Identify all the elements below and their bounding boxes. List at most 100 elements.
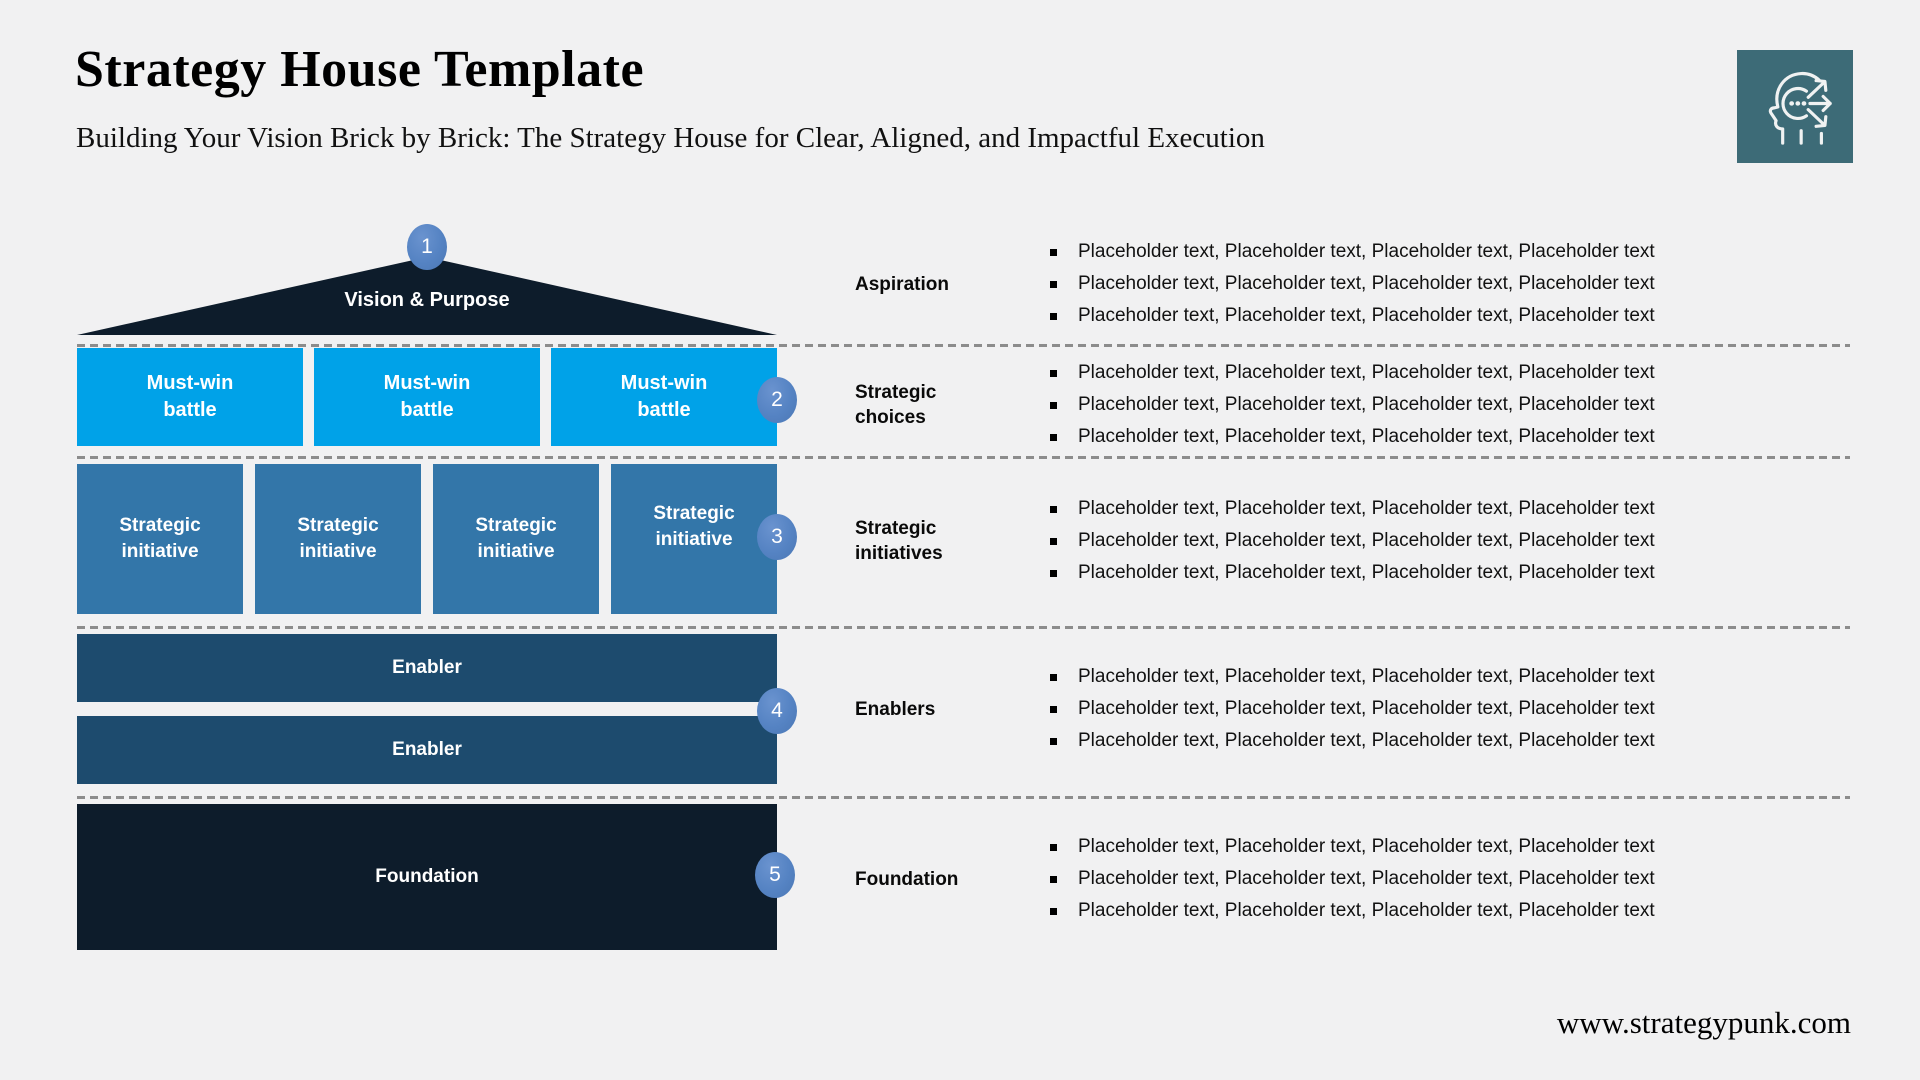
vision-roof-label: Vision & Purpose [344,289,510,311]
bullet-text: Placeholder text, Placeholder text, Plac… [1078,836,1655,857]
bullet-list: Placeholder text, Placeholder text, Plac… [1050,484,1850,598]
step-badge-3: 3 [757,514,797,560]
band-label-line: Enablers [855,698,936,720]
list-item: Placeholder text, Placeholder text, Plac… [1050,863,1850,895]
band-label-line: initiatives [855,543,943,564]
bullet-text: Placeholder text, Placeholder text, Plac… [1078,362,1655,383]
list-item: Placeholder text, Placeholder text, Plac… [1050,895,1850,927]
box-label-line: Strategic [297,515,379,536]
box-label-line: Must-win [383,372,471,394]
bullet-square-icon [1050,312,1057,320]
list-item: Placeholder text, Placeholder text, Plac… [1050,831,1850,863]
band-label: Foundation [855,822,1050,936]
bullet-text: Placeholder text, Placeholder text, Plac… [1078,562,1655,583]
bullet-square-icon [1050,705,1057,713]
strategic-initiative-box: Strategic initiative [255,464,421,614]
box-label-line: Strategic [119,515,201,536]
bullet-text: Placeholder text, Placeholder text, Plac… [1078,273,1655,294]
bullet-text: Placeholder text, Placeholder text, Plac… [1078,530,1655,551]
box-label-line: Enabler [392,657,462,678]
band-label: Strategic initiatives [855,484,1050,598]
box-label-line: battle [163,399,217,421]
list-item: Placeholder text, Placeholder text, Plac… [1050,236,1850,268]
bullet-text: Placeholder text, Placeholder text, Plac… [1078,305,1655,326]
bullet-list: Placeholder text, Placeholder text, Plac… [1050,652,1850,766]
annotation-band-foundation: Foundation Placeholder text, Placeholder… [855,822,1850,936]
box-label-line: initiative [121,541,199,562]
must-win-battle-box: Must-win battle [314,348,540,446]
website-url: www.strategypunk.com [1556,1005,1851,1040]
bullet-square-icon [1050,505,1057,513]
dashed-divider [77,796,1850,799]
band-label: Aspiration [855,227,1050,341]
box-label-line: Must-win [620,372,708,394]
bullet-text: Placeholder text, Placeholder text, Plac… [1078,698,1655,719]
bullet-square-icon [1050,569,1057,577]
bullet-square-icon [1050,280,1057,288]
list-item: Placeholder text, Placeholder text, Plac… [1050,693,1850,725]
list-item: Placeholder text, Placeholder text, Plac… [1050,725,1850,757]
step-badge-4: 4 [757,688,797,734]
list-item: Placeholder text, Placeholder text, Plac… [1050,389,1850,421]
list-item: Placeholder text, Placeholder text, Plac… [1050,525,1850,557]
bullet-square-icon [1050,537,1057,545]
bullet-text: Placeholder text, Placeholder text, Plac… [1078,730,1655,751]
annotation-band-strategic-initiatives: Strategic initiatives Placeholder text, … [855,484,1850,598]
bullet-square-icon [1050,401,1057,409]
bullet-text: Placeholder text, Placeholder text, Plac… [1078,900,1655,921]
box-label-line: battle [637,399,691,421]
box-label-line: Enabler [392,739,462,760]
bullet-list: Placeholder text, Placeholder text, Plac… [1050,822,1850,936]
enabler-bar: Enabler [77,716,777,784]
box-label-line: initiative [655,529,733,550]
bullet-square-icon [1050,907,1057,915]
band-label-line: Strategic [855,382,937,403]
dashed-divider [77,626,1850,629]
enabler-bar: Enabler [77,634,777,702]
bullet-text: Placeholder text, Placeholder text, Plac… [1078,666,1655,687]
band-label-line: Strategic [855,518,937,539]
step-badge-5: 5 [755,852,795,898]
box-label-line: battle [400,399,454,421]
list-item: Placeholder text, Placeholder text, Plac… [1050,661,1850,693]
list-item: Placeholder text, Placeholder text, Plac… [1050,357,1850,389]
page-title: Strategy House Template [75,41,645,98]
bullet-text: Placeholder text, Placeholder text, Plac… [1078,394,1655,415]
annotation-band-aspiration: Aspiration Placeholder text, Placeholder… [855,227,1850,341]
box-label-line: Must-win [146,372,234,394]
annotation-band-strategic-choices: Strategic choices Placeholder text, Plac… [855,348,1850,462]
band-label-line: Foundation [855,868,959,890]
bullet-square-icon [1050,737,1057,745]
bullet-square-icon [1050,843,1057,851]
must-win-battle-box: Must-win battle [551,348,777,446]
dashed-divider [77,344,1850,347]
bullet-square-icon [1050,673,1057,681]
step-badge-2: 2 [757,377,797,423]
list-item: Placeholder text, Placeholder text, Plac… [1050,493,1850,525]
box-label-line: Strategic [475,515,557,536]
bullet-square-icon [1050,248,1057,256]
bullet-square-icon [1050,369,1057,377]
list-item: Placeholder text, Placeholder text, Plac… [1050,421,1850,453]
foundation-bar: Foundation [77,804,777,950]
bullet-text: Placeholder text, Placeholder text, Plac… [1078,241,1655,262]
bullet-text: Placeholder text, Placeholder text, Plac… [1078,426,1655,447]
bullet-list: Placeholder text, Placeholder text, Plac… [1050,227,1850,341]
strategic-initiative-box: Strategic initiative [433,464,599,614]
bullet-square-icon [1050,875,1057,883]
step-badge-1: 1 [407,224,447,270]
strategic-initiative-box: Strategic initiative [611,464,777,614]
strategypunk-head-arrows-icon [1737,50,1853,163]
bullet-text: Placeholder text, Placeholder text, Plac… [1078,498,1655,519]
band-label: Strategic choices [855,348,1050,462]
band-label: Enablers [855,652,1050,766]
box-label-line: initiative [477,541,555,562]
list-item: Placeholder text, Placeholder text, Plac… [1050,300,1850,332]
must-win-battle-box: Must-win battle [77,348,303,446]
band-label-line: choices [855,407,926,428]
box-label-line: initiative [299,541,377,562]
page-subtitle: Building Your Vision Brick by Brick: The… [76,122,1265,154]
list-item: Placeholder text, Placeholder text, Plac… [1050,268,1850,300]
box-label-line: Foundation [375,866,479,887]
